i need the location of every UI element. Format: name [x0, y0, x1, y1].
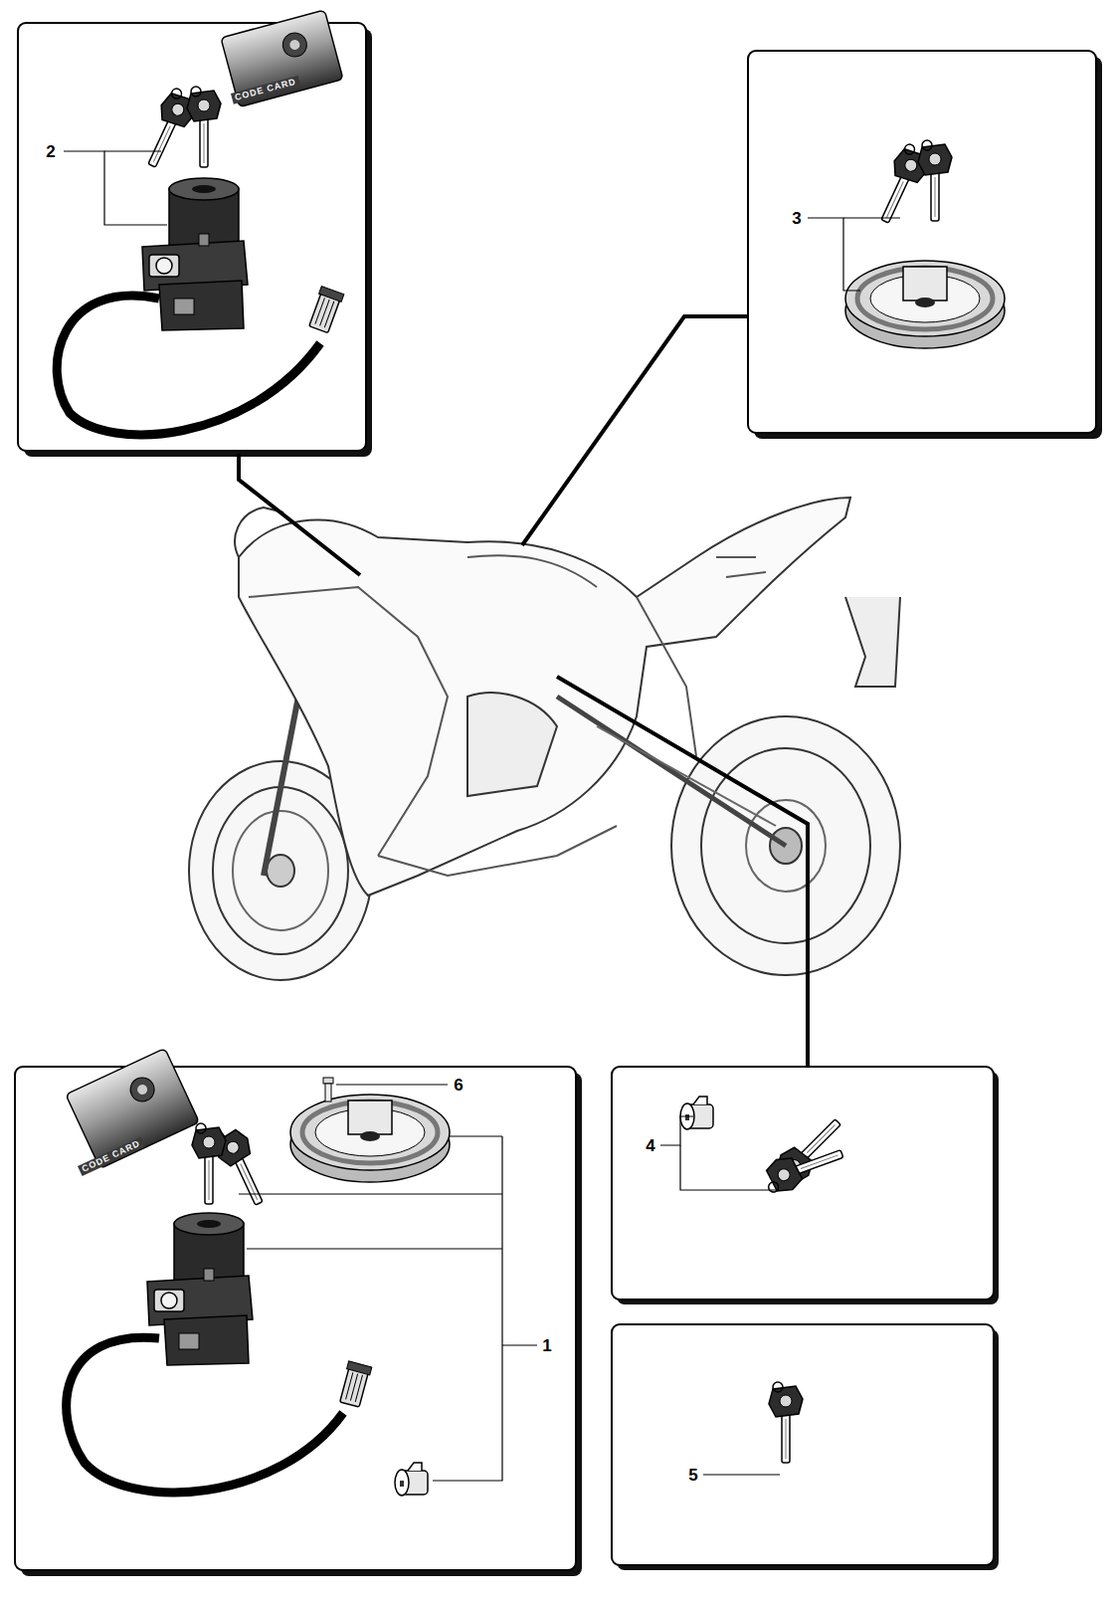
callout-leaders [63, 151, 901, 1481]
callout-number: 3 [788, 208, 804, 228]
callout-number: 2 [42, 142, 58, 162]
callout-number: 5 [685, 1465, 701, 1485]
seat-lock-art [680, 1096, 850, 1197]
callout-number: 6 [450, 1075, 466, 1095]
ignition-switch-art [56, 9, 345, 435]
motorcycle-drawing [188, 497, 901, 980]
callout-number: 1 [539, 1335, 555, 1355]
key-art [768, 1381, 803, 1463]
callout-number: 4 [642, 1135, 658, 1155]
panel-frames [14, 22, 1103, 1576]
lock-kit-art [65, 1048, 450, 1495]
panel-leaders [238, 316, 808, 1067]
fuel-cap-art [845, 140, 1005, 349]
